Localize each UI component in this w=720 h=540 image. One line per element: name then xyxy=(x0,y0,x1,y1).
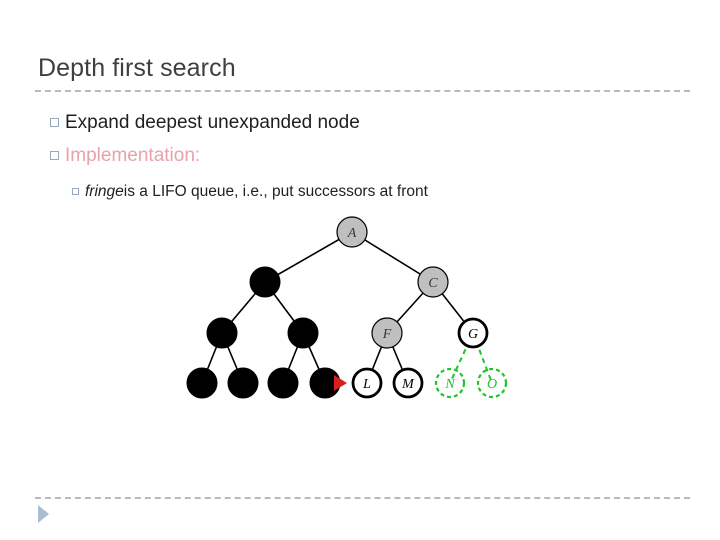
tree-node xyxy=(186,367,218,399)
tree-node-label: G xyxy=(468,327,478,342)
tree-node-label: C xyxy=(428,276,438,291)
tree-node-circle xyxy=(457,317,489,349)
tree-node xyxy=(249,266,281,298)
square-bullet-icon xyxy=(72,188,79,195)
tree-node-circle xyxy=(287,317,319,349)
bullet-implementation: Implementation: xyxy=(50,145,200,167)
tree-node-label: M xyxy=(401,377,415,392)
tree-node xyxy=(287,317,319,349)
tree-node xyxy=(206,317,238,349)
tree-node: A xyxy=(336,216,368,248)
tree-node-circle xyxy=(249,266,281,298)
tree-node-circle xyxy=(186,367,218,399)
bullet-expand-deepest: Expand deepest unexpanded node xyxy=(50,112,360,134)
emphasis-text: fringe xyxy=(85,183,124,200)
sub-bullet-emphasis: fringe xyxy=(85,183,124,201)
tree-node: F xyxy=(371,317,403,349)
tree-node: G xyxy=(457,317,489,349)
play-triangle-icon xyxy=(38,505,49,523)
tree-node-label: F xyxy=(382,327,392,342)
footer-divider xyxy=(35,497,690,499)
tree-node-circle xyxy=(336,216,368,248)
search-tree-diagram: A C F G L M N O xyxy=(180,210,530,410)
tree-node-circle xyxy=(351,367,383,399)
tree-edge xyxy=(351,231,434,283)
tree-node-circle xyxy=(417,266,449,298)
bullet-label: Expand deepest unexpanded node xyxy=(65,112,360,133)
tree-node xyxy=(267,367,299,399)
tree-node-label: N xyxy=(444,377,455,392)
tree-node-circle xyxy=(476,367,508,399)
tree-edge xyxy=(264,231,353,283)
search-tree-svg: A C F G L M N O xyxy=(186,216,508,399)
sub-bullet-label: is a LIFO queue, i.e., put successors at… xyxy=(123,183,428,200)
tree-node-circle xyxy=(206,317,238,349)
bullet-label: Implementation: xyxy=(65,145,201,166)
tree-node-circle xyxy=(434,367,466,399)
tree-node: O xyxy=(476,367,508,399)
tree-node-label: L xyxy=(362,377,371,392)
tree-node: N xyxy=(434,367,466,399)
square-bullet-icon xyxy=(50,118,59,127)
frontier-pointer-icon xyxy=(334,375,347,391)
tree-node-label: A xyxy=(347,226,357,241)
tree-node-circle xyxy=(371,317,403,349)
tree-node-circle xyxy=(267,367,299,399)
page-title: Depth first search xyxy=(38,54,236,82)
tree-node: M xyxy=(392,367,424,399)
tree-node xyxy=(227,367,259,399)
tree-node: L xyxy=(351,367,383,399)
tree-node: C xyxy=(417,266,449,298)
tree-node-label: O xyxy=(487,377,497,392)
square-bullet-icon xyxy=(50,151,59,160)
title-divider xyxy=(35,90,690,92)
tree-node-circle xyxy=(392,367,424,399)
tree-node-circle xyxy=(227,367,259,399)
sub-bullet-fringe: fringe is a LIFO queue, i.e., put succes… xyxy=(72,183,428,201)
